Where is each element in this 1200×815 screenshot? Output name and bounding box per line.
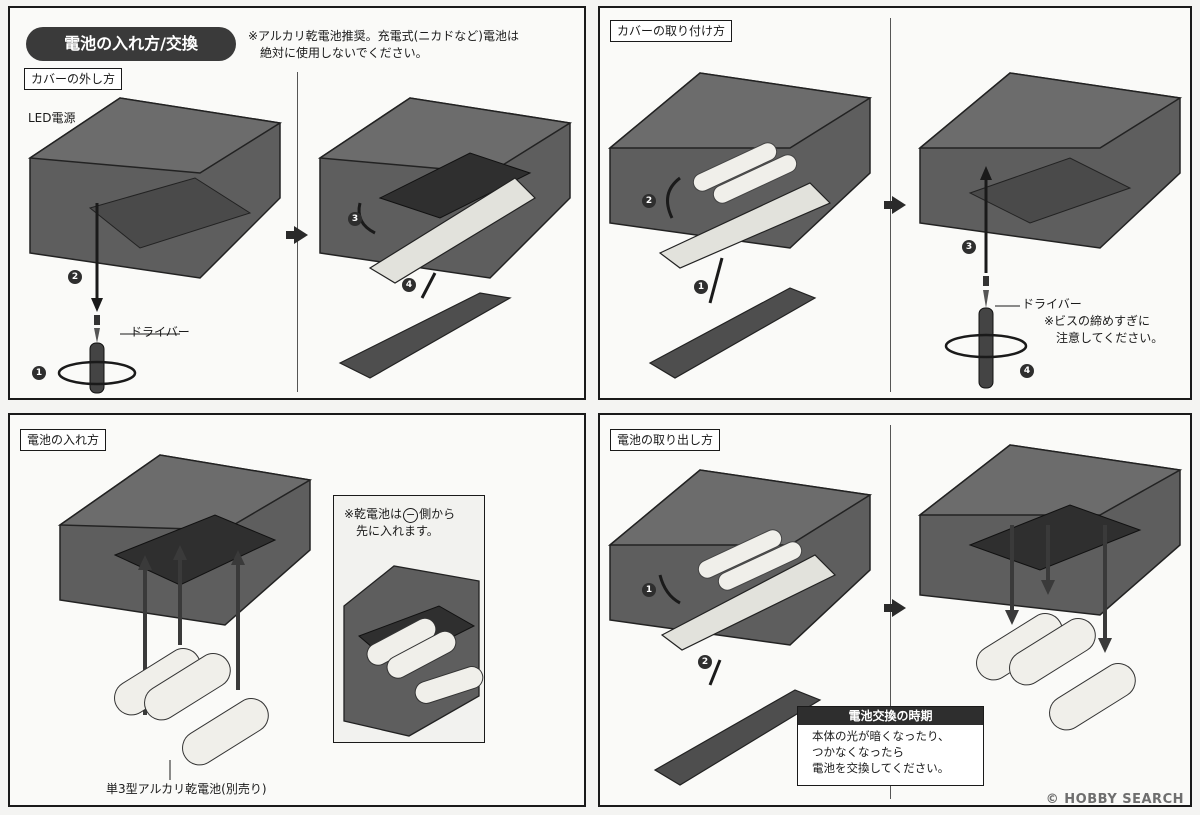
battery-icon: [182, 698, 269, 766]
cover-attaching: [658, 182, 832, 269]
panel-divider: [890, 425, 891, 799]
notice-body: 本体の光が暗くなったり、 つかなくなったら 電池を交換してください。: [812, 729, 950, 775]
device-cover-plate: [88, 177, 252, 249]
screw-caution-note: ※ビスの締めすぎに: [1044, 314, 1151, 328]
panel-remove-cover: 電池の入れ方/交換 ※アルカリ乾電池推奨。充電式(ニカドなど)電池は 絶対に使用…: [8, 6, 586, 400]
minus-icon: −: [403, 508, 419, 523]
step-badge-1: 1: [32, 366, 46, 380]
panel-remove-battery: 電池の取り出し方 1 2: [598, 413, 1192, 807]
led-label: LED電源: [28, 111, 76, 125]
screwdriver-handle: [89, 342, 105, 394]
illustration-remove-cover: [27, 97, 573, 394]
cover-lifting: [368, 177, 536, 284]
driver-label: ドライバー: [1022, 297, 1082, 311]
flow-arrow-icon: [884, 599, 906, 617]
battery-icon: [1009, 618, 1096, 686]
battery-orientation-inset: ※乾電池は−側から 先に入れます。: [333, 495, 485, 743]
rotate-arrow-1: [57, 360, 137, 386]
step-badge-4: 4: [1020, 364, 1034, 378]
battery-warning: ※アルカリ乾電池推奨。充電式(ニカドなど)電池は 絶対に使用しないでください。: [248, 29, 519, 60]
step-arrow-2: [666, 176, 681, 219]
driver-tip: [983, 290, 989, 308]
battery-replacement-notice: 電池交換の時期 本体の光が暗くなったり、 つかなくなったら 電池を交換してくださ…: [797, 706, 984, 786]
step-arrow-4: [420, 272, 437, 299]
step-badge-1: 1: [694, 280, 708, 294]
step-badge-1: 1: [642, 583, 656, 597]
battery-compartment: [113, 514, 277, 586]
section-label-insert-battery: 電池の入れ方: [20, 429, 107, 451]
cover-plate: [648, 287, 817, 379]
battery-type-label: 単3型アルカリ乾電池(別売り): [106, 782, 267, 796]
cover-opening: [660, 554, 837, 651]
inset-note-2: 先に入れます。: [356, 524, 439, 538]
illustration-insert-battery: [57, 454, 313, 780]
device-cover-plate: [968, 157, 1132, 224]
screw-icon: [94, 315, 100, 325]
step-badge-2: 2: [68, 270, 82, 284]
battery-icon: [712, 154, 798, 204]
cover-removed: [653, 689, 822, 786]
step-arrow-1: [708, 257, 724, 304]
battery-icon: [692, 142, 778, 192]
illustration-remove-battery: [607, 444, 1183, 786]
inset-note: ※乾電池は−側から: [344, 507, 456, 523]
panel-insert-battery: 電池の入れ方 単3型アルカリ乾電池(別売り): [8, 413, 586, 807]
step-arrow-2: [708, 659, 722, 686]
step-badge-2: 2: [642, 194, 656, 208]
rotate-arrow-4: [944, 333, 1028, 359]
battery-compartment: [378, 152, 532, 219]
screwdriver-handle: [978, 307, 994, 389]
driver-label: ドライバー: [130, 325, 190, 339]
section-label-remove-battery: 電池の取り出し方: [610, 429, 721, 451]
battery-icon: [386, 630, 457, 679]
battery-icon: [1049, 663, 1136, 731]
step-badge-3: 3: [348, 212, 362, 226]
watermark: © HOBBY SEARCH: [1045, 792, 1184, 807]
battery-icon: [144, 653, 231, 721]
driver-tip: [94, 328, 100, 343]
led-device-top: [27, 97, 283, 174]
step-badge-4: 4: [402, 278, 416, 292]
inset-illustration: [343, 565, 484, 737]
flow-arrow-icon: [286, 226, 308, 244]
page-title: 電池の入れ方/交換: [26, 27, 236, 61]
battery-icon: [717, 541, 803, 591]
notice-title: 電池交換の時期: [798, 707, 983, 725]
screw-caution-note-2: 注意してください。: [1056, 331, 1164, 345]
step-badge-2: 2: [698, 655, 712, 669]
flow-arrow-icon: [884, 196, 906, 214]
battery-icon: [697, 529, 783, 579]
section-label-remove-cover: カバーの外し方: [24, 68, 123, 90]
battery-icon: [414, 666, 484, 704]
cover-removed: [338, 292, 512, 379]
illustration-attach-cover: [607, 72, 1183, 389]
section-label-attach-cover: カバーの取り付け方: [610, 20, 733, 42]
screw-icon: [983, 276, 989, 286]
panel-attach-cover: カバーの取り付け方 ドライバー ※ビスの締めすぎに 注意してください。 1 2 …: [598, 6, 1192, 400]
step-arrow-1: [658, 574, 681, 605]
step-badge-3: 3: [962, 240, 976, 254]
